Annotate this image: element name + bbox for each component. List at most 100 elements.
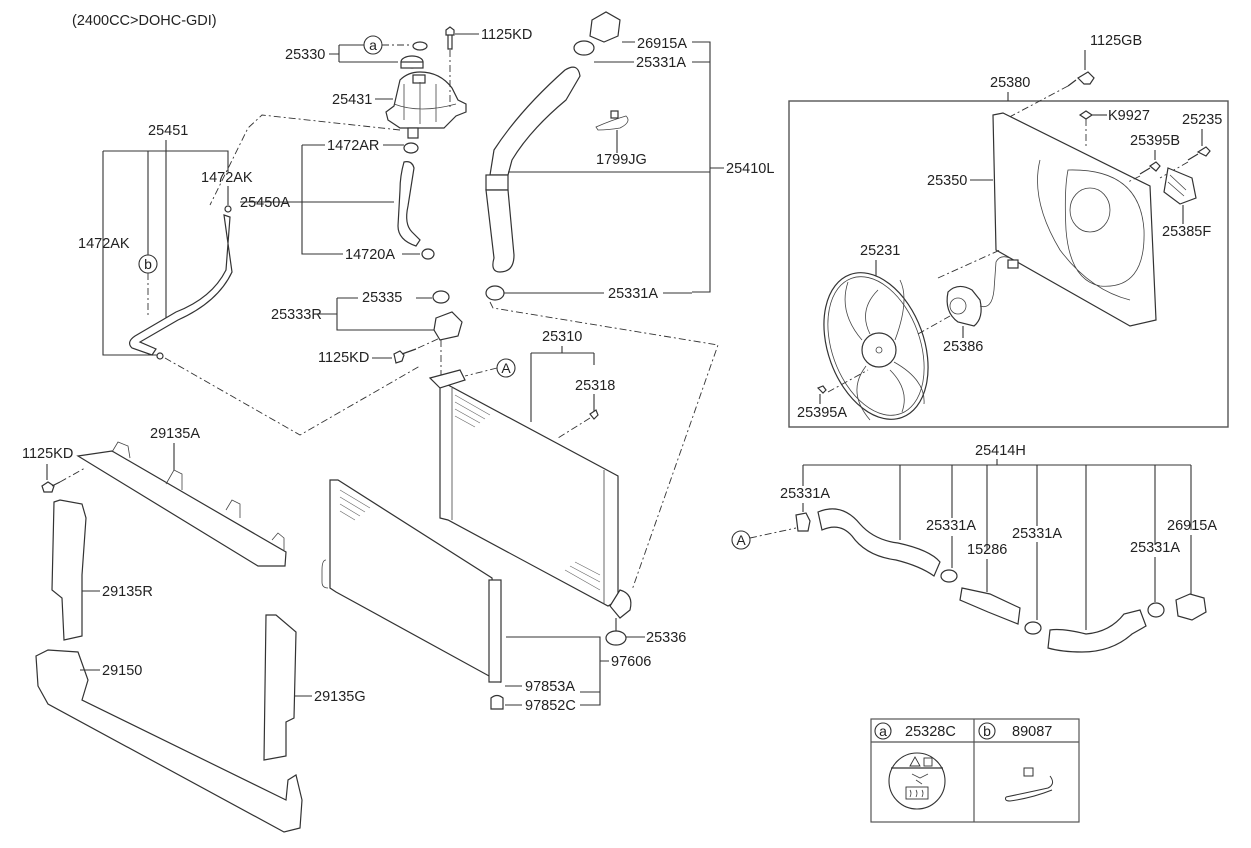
legend-b-ref: b bbox=[983, 723, 991, 739]
bolt-icon bbox=[1067, 71, 1095, 87]
hose-fitting-icon bbox=[959, 587, 1021, 625]
label-29150[interactable]: 29150 bbox=[102, 663, 142, 679]
side-air-guard-left-icon bbox=[263, 614, 297, 761]
legend-table: a 25328C b 89087 bbox=[870, 718, 1080, 823]
label-25331A-h2[interactable]: 25331A bbox=[926, 518, 976, 534]
lower-hose-group: 25414H 25331A A 25331A 15286 25331A 2533… bbox=[731, 443, 1217, 653]
lower-air-guard-icon bbox=[35, 649, 303, 833]
label-25318[interactable]: 25318 bbox=[575, 378, 615, 394]
air-guard-group: 29135A 1125KD 29135R 29150 29135G bbox=[22, 426, 366, 833]
fan-motor-icon bbox=[946, 285, 982, 327]
label-25451[interactable]: 25451 bbox=[148, 123, 188, 139]
label-25336[interactable]: 25336 bbox=[646, 630, 686, 646]
label-15286[interactable]: 15286 bbox=[967, 542, 1007, 558]
hose-clamp-icon bbox=[403, 142, 419, 154]
label-25385F[interactable]: 25385F bbox=[1162, 224, 1211, 240]
label-14720A[interactable]: 14720A bbox=[345, 247, 395, 263]
overflow-hose-icon bbox=[129, 214, 233, 356]
upper-hose-group: 26915A 25331A 25410L 25331A 1799JG bbox=[485, 11, 774, 591]
hose-clamp-icon bbox=[485, 285, 505, 301]
label-25395B[interactable]: 25395B bbox=[1130, 133, 1180, 149]
label-25386[interactable]: 25386 bbox=[943, 339, 983, 355]
label-29135G[interactable]: 29135G bbox=[314, 689, 366, 705]
label-25231[interactable]: 25231 bbox=[860, 243, 900, 259]
label-25350[interactable]: 25350 bbox=[927, 173, 967, 189]
condenser-group: 97606 97853A 97852C bbox=[321, 479, 651, 714]
grommet-icon bbox=[432, 290, 450, 304]
legend-a-part[interactable]: 25328C bbox=[905, 724, 956, 740]
hose-connector-icon bbox=[1175, 593, 1207, 621]
callout-a-text: a bbox=[369, 37, 377, 53]
label-1472AK-right[interactable]: 1472AK bbox=[201, 170, 253, 186]
lower-radiator-hose-icon bbox=[817, 508, 941, 577]
label-29135R[interactable]: 29135R bbox=[102, 584, 153, 600]
radiator-group: 25310 25318 A 25336 bbox=[428, 329, 686, 646]
label-26915A-h[interactable]: 26915A bbox=[1167, 518, 1217, 534]
hose-clamp-icon bbox=[1024, 621, 1042, 635]
lower-hose-outlet-icon bbox=[1047, 609, 1147, 653]
label-25395A[interactable]: 25395A bbox=[797, 405, 847, 421]
label-25335[interactable]: 25335 bbox=[362, 290, 402, 306]
label-25414H[interactable]: 25414H bbox=[975, 443, 1026, 459]
label-1125KD-mid[interactable]: 1125KD bbox=[318, 350, 369, 366]
bolt-icon bbox=[41, 481, 61, 493]
label-25331A-h3[interactable]: 25331A bbox=[1012, 526, 1062, 542]
label-25310[interactable]: 25310 bbox=[542, 329, 582, 345]
reservoir-group: 25330 a 25431 1125KD bbox=[209, 26, 532, 206]
radiator-inlet-icon bbox=[428, 369, 466, 389]
hose-clamp-icon bbox=[940, 569, 958, 583]
radiator-outlet-icon bbox=[609, 589, 632, 619]
drain-plug-icon bbox=[589, 409, 599, 420]
cable-tie-icon bbox=[1005, 767, 1054, 802]
label-1472AR[interactable]: 1472AR bbox=[327, 138, 379, 154]
callout-A-text-2: A bbox=[736, 532, 746, 548]
hose-clamp-icon bbox=[573, 40, 595, 56]
label-97606[interactable]: 97606 bbox=[611, 654, 651, 670]
hose-clamp-icon bbox=[1147, 602, 1165, 618]
label-25331A-h4[interactable]: 25331A bbox=[1130, 540, 1180, 556]
receiver-drier-icon bbox=[488, 579, 502, 683]
hose-clip-icon bbox=[224, 205, 232, 213]
label-1125KD-left[interactable]: 1125KD bbox=[22, 446, 73, 462]
label-25235[interactable]: 25235 bbox=[1182, 112, 1222, 128]
upper-air-guard-icon bbox=[76, 450, 287, 567]
label-25331A-lower[interactable]: 25331A bbox=[608, 286, 658, 302]
label-1799JG[interactable]: 1799JG bbox=[596, 152, 647, 168]
label-25380[interactable]: 25380 bbox=[990, 75, 1030, 91]
warning-label-icon bbox=[888, 752, 946, 810]
coolant-reservoir-icon bbox=[385, 71, 467, 129]
label-25333R[interactable]: 25333R bbox=[271, 307, 322, 323]
legend-b-part[interactable]: 89087 bbox=[1012, 724, 1052, 740]
legend-callout-a-icon bbox=[874, 722, 892, 740]
label-25450A[interactable]: 25450A bbox=[240, 195, 290, 211]
label-25331A-top[interactable]: 25331A bbox=[636, 55, 686, 71]
label-1125KD-top[interactable]: 1125KD bbox=[481, 27, 532, 43]
label-26915A-top[interactable]: 26915A bbox=[637, 36, 687, 52]
callout-A-text: A bbox=[501, 360, 511, 376]
fan-resistor-icon bbox=[1163, 167, 1197, 205]
bracket-group: 25335 25333R 1125KD bbox=[271, 290, 463, 378]
label-25410L[interactable]: 25410L bbox=[726, 161, 774, 177]
grommet-icon bbox=[605, 630, 627, 646]
hose-clamp-icon bbox=[795, 512, 811, 532]
screw-icon bbox=[816, 385, 827, 394]
legend-a-ref: a bbox=[879, 723, 887, 739]
label-K9927[interactable]: K9927 bbox=[1108, 108, 1150, 124]
callout-b-text: b bbox=[144, 256, 152, 272]
hose-clip-icon bbox=[595, 115, 629, 131]
label-1472AK-left[interactable]: 1472AK bbox=[78, 236, 130, 252]
fan-assembly-group: 1125GB 25380 25350 K9927 25235 25395B 25… bbox=[788, 33, 1229, 428]
hose-clamp-icon bbox=[421, 248, 435, 260]
legend-callout-b-icon bbox=[978, 722, 996, 740]
label-29135A[interactable]: 29135A bbox=[150, 426, 200, 442]
label-97853A[interactable]: 97853A bbox=[525, 679, 575, 695]
label-25331A-h1[interactable]: 25331A bbox=[780, 486, 830, 502]
label-25431[interactable]: 25431 bbox=[332, 92, 372, 108]
label-1125GB[interactable]: 1125GB bbox=[1090, 33, 1142, 49]
label-97852C[interactable]: 97852C bbox=[525, 698, 576, 714]
fan-shroud-icon bbox=[992, 112, 1157, 327]
leader-25330 bbox=[329, 44, 398, 63]
label-25330[interactable]: 25330 bbox=[285, 47, 325, 63]
side-air-guard-right-icon bbox=[51, 499, 87, 641]
